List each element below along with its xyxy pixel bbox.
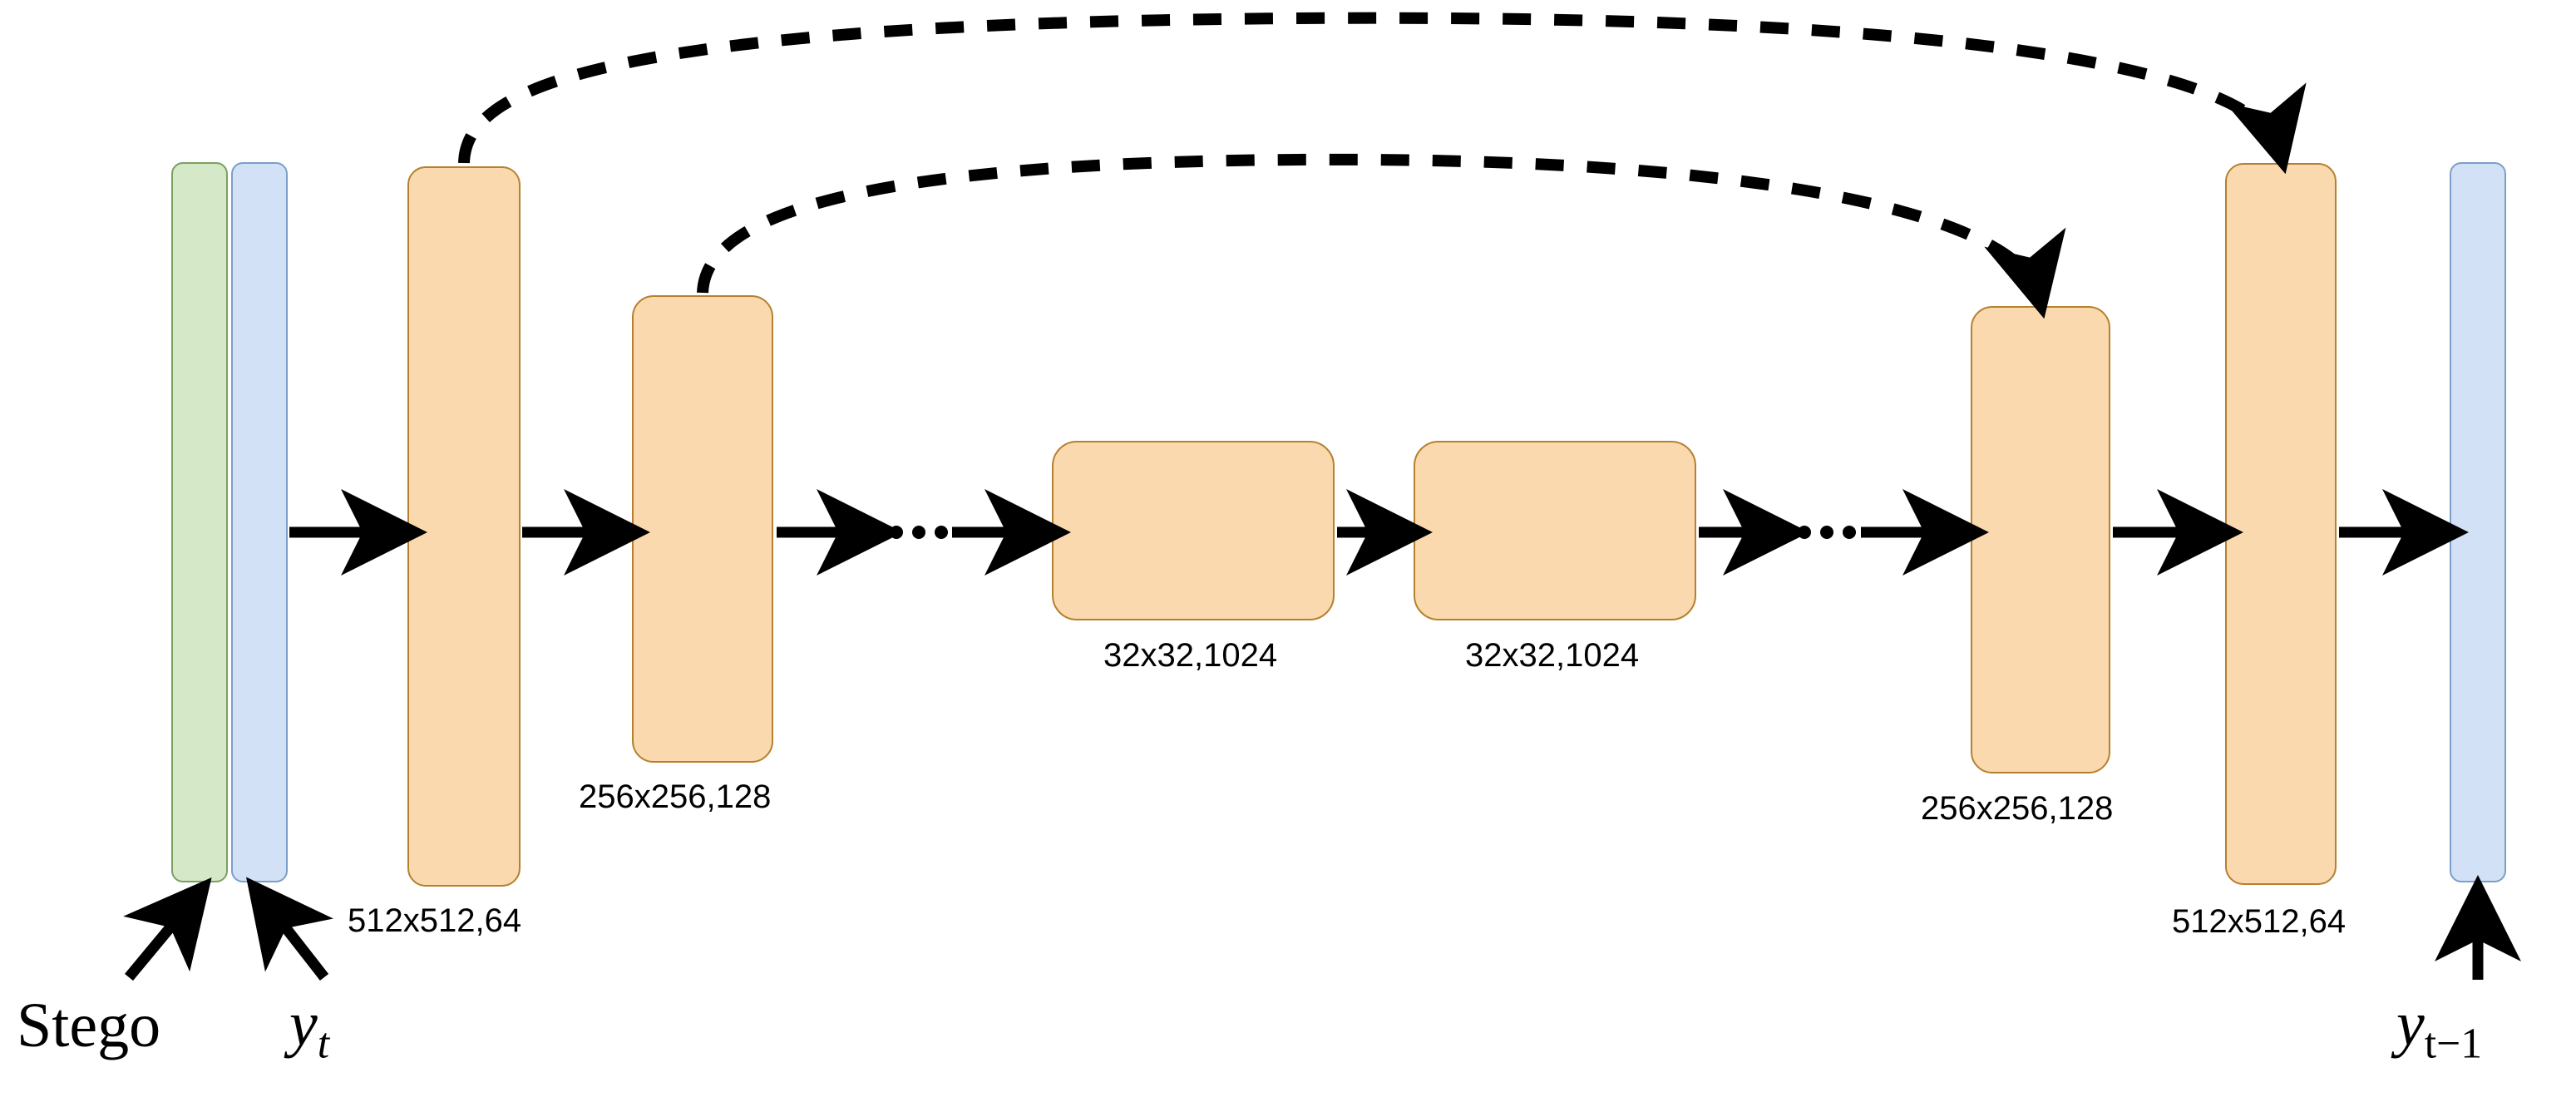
decoder-block-1-label: 256x256,128: [1921, 790, 2114, 827]
ellipsis-dot: [1820, 526, 1833, 539]
bottleneck-block-2-label: 32x32,1024: [1465, 637, 1640, 674]
output-label-base: y: [2396, 989, 2425, 1059]
ellipsis-dot: [890, 526, 903, 539]
decoder-block-2-label: 512x512,64: [2172, 903, 2347, 940]
encoder-block-2-label: 256x256,128: [579, 778, 772, 815]
skip-connection-outer: [458, 12, 2307, 175]
stego-input-arrow: [123, 877, 212, 981]
ellipsis-dot: [1843, 526, 1856, 539]
ellipsis-dot: [935, 526, 948, 539]
ellipsis-dot: [1798, 526, 1811, 539]
skip-connection-inner: [697, 153, 2066, 319]
noise-input-label-sub: t: [317, 1020, 330, 1068]
input-arrows: [123, 877, 333, 981]
noise-input-label: yt: [289, 988, 329, 1069]
noise-input-bar: [231, 162, 288, 882]
bottleneck-block-1: [1052, 441, 1335, 620]
output-label: yt−1: [2396, 988, 2482, 1069]
bottleneck-block-1-label: 32x32,1024: [1103, 637, 1278, 674]
ellipsis-left: [890, 526, 948, 539]
noise-input-arrow: [246, 877, 333, 981]
stego-input-label: Stego: [17, 991, 161, 1060]
stego-input-bar: [171, 162, 228, 882]
encoder-block-1-label: 512x512,64: [348, 902, 522, 939]
ellipsis-right: [1798, 526, 1856, 539]
decoder-block-1: [1971, 306, 2110, 773]
output-label-sub: t−1: [2424, 1020, 2483, 1068]
ellipsis-dot: [912, 526, 925, 539]
noise-input-label-base: y: [289, 989, 318, 1059]
